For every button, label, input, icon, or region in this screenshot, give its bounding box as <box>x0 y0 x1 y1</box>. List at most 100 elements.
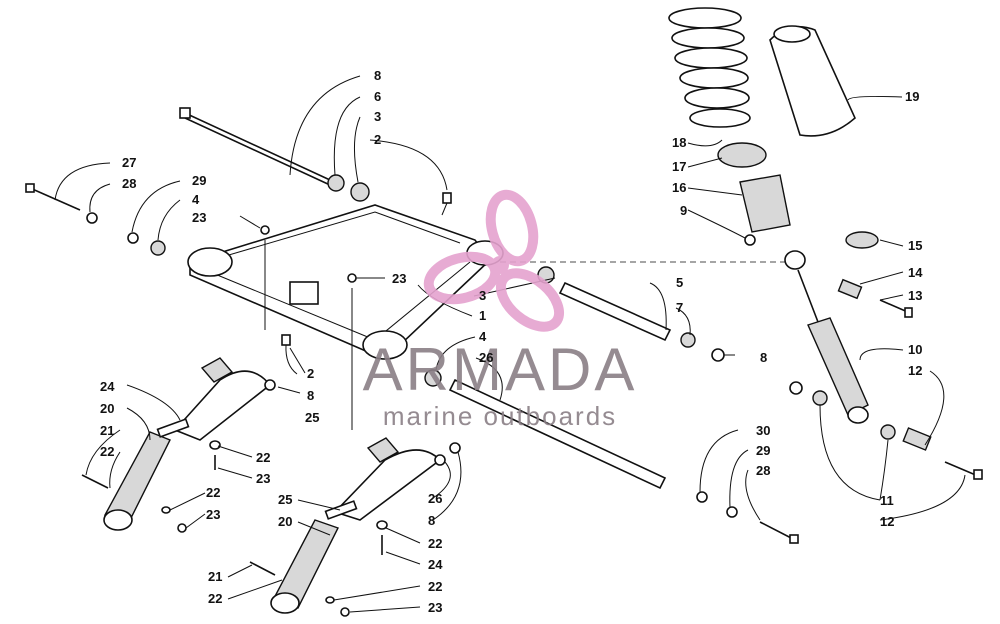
callout-22: 22 <box>208 591 222 606</box>
washer-30-right <box>696 491 708 503</box>
watermark: ARMADA marine outboards <box>363 189 638 431</box>
callout-8: 8 <box>307 388 314 403</box>
callout-19: 19 <box>905 89 919 104</box>
callout-24: 23 <box>256 471 270 486</box>
callout-30: 30 <box>756 423 770 438</box>
bolt-12 <box>944 461 979 477</box>
callout-18: 18 <box>672 135 686 150</box>
callout-4: 4 <box>479 329 487 344</box>
callout-21: 21 <box>100 423 114 438</box>
coil-spring <box>668 7 751 128</box>
nut-23-middle <box>347 273 357 283</box>
callout-20: 20 <box>278 514 292 529</box>
callout-6: 7 <box>676 300 683 315</box>
washer-26-left <box>264 379 276 391</box>
callout-28: 28 <box>756 463 770 478</box>
callout-11: 12 <box>908 363 922 378</box>
callout-22: 22 <box>428 536 442 551</box>
callout-2: 2 <box>307 366 314 381</box>
callout-26: 26 <box>428 491 442 506</box>
watermark-tagline: marine outboards <box>383 401 617 431</box>
washer-29-right <box>726 506 738 518</box>
callout-1: 1 <box>479 308 486 323</box>
callout-15: 15 <box>908 238 922 253</box>
spring-seat <box>717 142 767 168</box>
sleeve-11 <box>902 427 932 451</box>
nut-23-right-lower <box>340 607 350 617</box>
callout-20: 20 <box>100 401 114 416</box>
skid-plate-20-right-end <box>270 592 300 614</box>
washer-29-left <box>86 212 98 224</box>
nut-23-upper <box>260 225 270 235</box>
nut-8-lower-right <box>449 442 461 454</box>
bushing-10-left <box>812 390 828 406</box>
retainer-cup <box>845 231 879 249</box>
skid-plate-20-left <box>103 431 171 521</box>
washer-22-left-lower <box>161 506 171 514</box>
washer-22-right-lower <box>325 596 335 604</box>
link-25-left <box>156 418 190 438</box>
callout-22: 22 <box>428 579 442 594</box>
callout-7: 8 <box>374 68 381 83</box>
callout-13: 13 <box>908 288 922 303</box>
mount-pad-left <box>200 357 234 383</box>
a-arm-left-boss <box>187 247 233 277</box>
bolt-12-head <box>973 469 983 480</box>
washer-30-left <box>127 232 139 244</box>
bolt-21-left <box>81 474 109 489</box>
bolt-28-right <box>759 521 796 541</box>
bushing-6-right <box>680 332 696 348</box>
bushing-3-upper <box>350 182 370 202</box>
callout-4: 4 <box>192 192 200 207</box>
callout-25: 25 <box>278 492 292 507</box>
a-arm-frame-inner-top <box>204 211 461 263</box>
callout-8: 8 <box>760 350 767 365</box>
washer-26-right <box>434 454 446 466</box>
nut-23-left-lower <box>177 523 187 533</box>
grease-fitting-lower <box>281 334 291 346</box>
skid-plate-20-left-end <box>103 509 133 531</box>
callout-12: 12 <box>880 514 894 529</box>
a-arm-lower-boss <box>362 330 408 360</box>
bolt-28-left-head <box>25 183 35 193</box>
link-25-right <box>324 500 358 520</box>
callout-24: 24 <box>428 557 443 572</box>
callout-labels: 8 6 3 2 27 28 29 4 23 23 3 1 4 26 5 7 8 … <box>100 68 923 615</box>
callout-6: 6 <box>374 89 381 104</box>
callout-23: 23 <box>392 271 406 286</box>
washer-22-left <box>209 440 221 450</box>
bolt-13-head <box>904 307 913 318</box>
callout-21: 21 <box>208 569 222 584</box>
shaft-5 <box>558 281 672 342</box>
callout-2: 2 <box>374 132 381 147</box>
callout-26: 25 <box>305 410 319 425</box>
callout-3: 3 <box>479 288 486 303</box>
callout-5: 5 <box>676 275 683 290</box>
watermark-brand: ARMADA <box>363 336 638 403</box>
rail-bracket-left <box>173 370 272 441</box>
sleeve-14 <box>837 278 863 300</box>
callout-17: 17 <box>672 159 686 174</box>
callout-22: 22 <box>206 485 220 500</box>
grease-fitting-upper <box>442 192 452 204</box>
bushing-6-upper <box>327 174 345 192</box>
callout-23: 23 <box>206 507 220 522</box>
shock-boot <box>769 25 856 137</box>
long-bolt-upper-head <box>179 107 191 119</box>
washer-22-right <box>376 520 388 530</box>
long-bolt-upper <box>184 112 331 181</box>
callout-14: 14 <box>908 265 923 280</box>
shock-top-eye <box>784 250 806 270</box>
mount-pad-right <box>366 437 400 463</box>
nut-8-shock-lower <box>789 381 803 395</box>
grease-fitting-stem <box>441 202 448 216</box>
callout-23: 23 <box>428 600 442 615</box>
callout-16: 16 <box>672 180 686 195</box>
bolt-21-right <box>249 561 276 576</box>
callout-3: 3 <box>374 109 381 124</box>
bushing-4-lower <box>424 369 442 387</box>
adjuster-sleeve <box>739 174 791 233</box>
shock-rod <box>797 269 819 323</box>
callout-10: 11 <box>880 493 894 508</box>
callout-23: 23 <box>192 210 206 225</box>
